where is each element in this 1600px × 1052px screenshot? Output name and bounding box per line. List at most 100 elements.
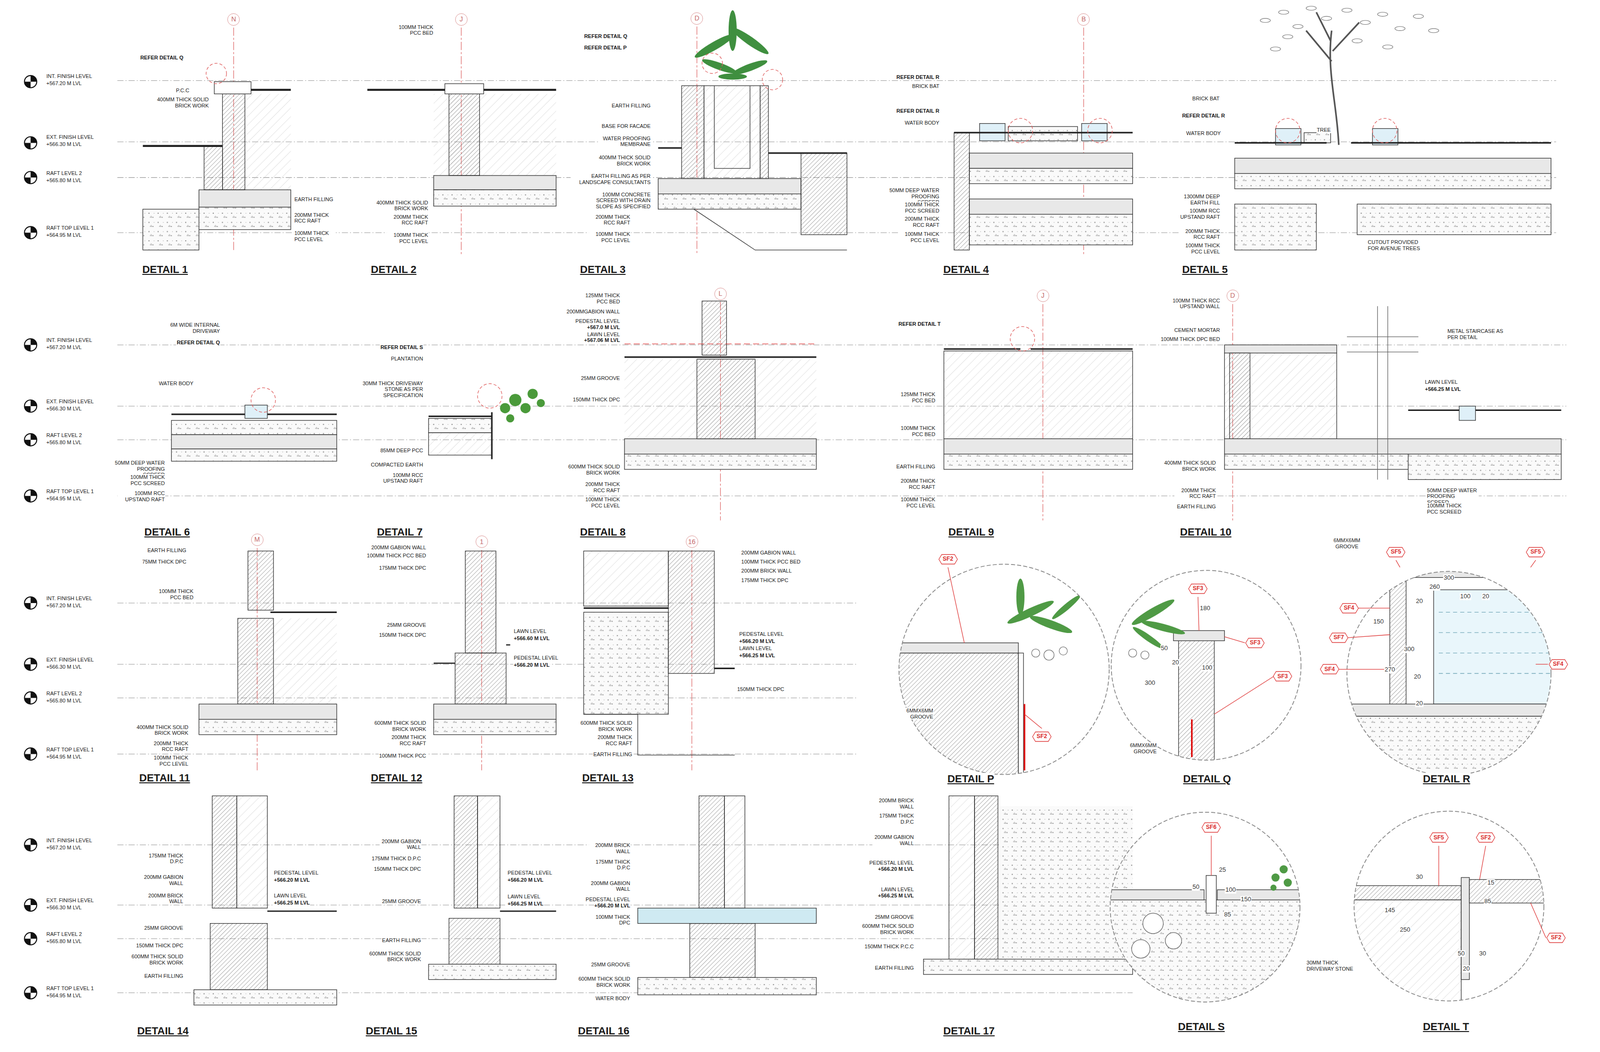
note-label: 175MM THICK D.P.C: [371, 855, 422, 862]
level-lines: [117, 80, 1567, 994]
note-label: PEDESTAL LEVEL: [868, 859, 915, 867]
note-label: 100MM THICK PCC LEVEL: [293, 230, 336, 243]
section-tag: SF5: [1385, 546, 1406, 558]
note-label: 200MM THICK RCC RAFT: [293, 212, 336, 225]
section-tag: SF3: [1245, 637, 1265, 649]
dimension: 300: [1443, 574, 1455, 582]
note-label: WATER PROOFING MEMBRANE: [599, 135, 652, 148]
note-label: +565.80 M LVL: [46, 439, 83, 446]
note-label: 100MM THICK PCC BED: [894, 425, 937, 438]
note-label: 175MM THICK D.P.C: [588, 858, 631, 871]
section-tag: SF7: [1328, 632, 1349, 644]
reference-circles: [205, 53, 1397, 413]
note-label: INT. FINISH LEVEL: [46, 837, 93, 844]
note-label: +567.06 M LVL: [583, 337, 621, 344]
note-label: CUTOUT PROVIDED FOR AVENUE TREES: [1367, 239, 1426, 252]
note-label: PEDESTAL LEVEL: [575, 318, 621, 325]
tag-text: SF4: [1343, 604, 1355, 612]
note-label: EARTH FILLING: [143, 973, 184, 980]
tag-text: SF6: [1206, 824, 1217, 831]
note-label: 150MM THICK P.C.C: [864, 943, 915, 950]
note-label: P.C.C: [175, 87, 190, 94]
note-label: REFER DETAIL R: [1181, 112, 1226, 119]
note-label: EXT. FINISH LEVEL: [46, 656, 95, 664]
note-label: +567.0 M LVL: [586, 324, 621, 331]
note-label: 85MM DEEP PCC: [380, 447, 424, 454]
tag-text: SF5: [1390, 548, 1402, 556]
note-label: +566.30 M LVL: [46, 663, 83, 671]
tag-text: SF3: [1192, 585, 1204, 592]
dimension: 20: [1462, 965, 1471, 973]
dimension: 20: [1481, 593, 1490, 601]
note-label: +566.30 M LVL: [46, 405, 83, 412]
dimension: 50: [1160, 644, 1169, 653]
detail-title: DETAIL T: [1422, 1020, 1470, 1033]
dimension: 180: [1199, 604, 1211, 613]
dimension: 30: [1415, 873, 1424, 881]
note-label: 1300MM DEEP EARTH FILL: [1172, 193, 1221, 206]
note-label: PEDESTAL LEVEL: [738, 631, 785, 638]
note-label: 100MM THICK PCC LEVEL: [386, 232, 429, 244]
note-label: EARTH FILLING: [381, 937, 422, 944]
note-label: 125MM THICK PCC BED: [578, 292, 621, 305]
note-label: +564.95 M LVL: [46, 992, 83, 999]
detail-p: [897, 564, 1110, 786]
dimension: 250: [1399, 926, 1411, 934]
tag-text: SF3: [1249, 639, 1261, 646]
dimension: 50: [1191, 883, 1200, 891]
note-label: REFER DETAIL T: [897, 321, 942, 328]
dimension: 145: [1384, 907, 1396, 915]
tag-text: SF5: [1433, 834, 1444, 841]
note-label: +566.30 M LVL: [46, 904, 83, 911]
tag-text: SF7: [1333, 634, 1345, 641]
dimension: 20: [1415, 597, 1424, 605]
detail-title: DETAIL S: [1177, 1020, 1226, 1033]
dimension: 85: [1483, 897, 1492, 906]
note-label: 25MM GROOVE: [386, 622, 427, 629]
note-label: +564.95 M LVL: [46, 232, 83, 239]
dimension: 300: [1144, 679, 1156, 687]
section-tag: SF2: [1546, 932, 1566, 944]
note-label: 100MM THICK PCC LEVEL: [897, 231, 940, 244]
note-label: 175MM THICK D.P.C: [872, 812, 915, 825]
note-label: 200MM BRICK WALL: [141, 892, 184, 905]
tag-text: J: [1041, 292, 1045, 300]
detail-title: DETAIL 3: [579, 263, 627, 276]
note-label: 25MM GROOVE: [381, 898, 422, 905]
dimension: 100: [1201, 664, 1213, 672]
grid-bubble: J: [1036, 289, 1050, 303]
detail-7: [428, 388, 546, 459]
tag-text: 16: [688, 538, 696, 546]
note-label: WATER BODY: [158, 380, 195, 387]
note-label: INT. FINISH LEVEL: [46, 337, 93, 344]
note-label: 100MM THICK PCC LEVEL: [588, 231, 631, 244]
note-label: PEDESTAL LEVEL: [507, 869, 553, 877]
note-label: 100MM RCC UPSTAND RAFT: [375, 472, 424, 485]
note-label: +566.25 M LVL: [877, 892, 915, 899]
section-tag: SF3: [1272, 671, 1293, 682]
note-label: REFER DETAIL Q: [583, 33, 628, 40]
note-label: CEMENT MORTAR: [1173, 327, 1221, 334]
note-label: REFER DETAIL P: [583, 44, 627, 51]
detail-11: [198, 551, 337, 735]
note-label: +566.30 M LVL: [46, 141, 83, 148]
detail-title: DETAIL 1: [141, 263, 189, 276]
note-label: 25MM GROOVE: [143, 925, 184, 932]
section-tag: SF2: [1475, 832, 1496, 843]
note-label: 100MM THICK PCC LEVEL: [578, 496, 621, 509]
note-label: +564.95 M LVL: [46, 753, 83, 761]
detail-14: [194, 795, 337, 1005]
grid-bubble: D: [690, 12, 703, 25]
detail-6: [171, 405, 337, 462]
note-label: 100MM THICK PCC SCREED: [123, 474, 166, 487]
dimension: 100: [1459, 593, 1472, 601]
dimension: 150: [1240, 896, 1252, 904]
section-tag: SF5: [1429, 832, 1449, 843]
tag-outline: [1320, 664, 1339, 674]
note-label: +566.20 M LVL: [877, 866, 915, 873]
note-label: 200MM BRICK WALL: [872, 797, 915, 810]
grid-bubble: 1: [475, 535, 488, 548]
section-tag: SF2: [1032, 731, 1052, 742]
detail-r: [1346, 567, 1562, 788]
